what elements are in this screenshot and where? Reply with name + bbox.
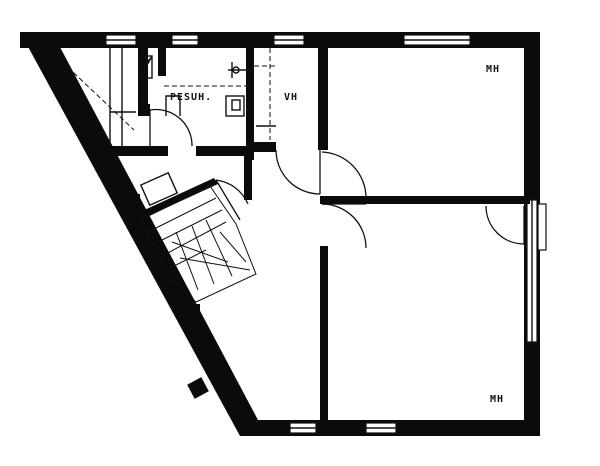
- room-label-sauna: S: [140, 92, 147, 103]
- room-label-closet: VH: [284, 92, 298, 103]
- staircase: [139, 185, 257, 316]
- fixtures: [55, 48, 276, 207]
- doors: [149, 108, 525, 249]
- room-label-bedroom-top: MH: [486, 64, 500, 75]
- exterior-walls: [20, 32, 540, 436]
- room-label-washroom: PESUH.: [170, 92, 212, 103]
- room-labels: MH MH VH PESUH. S: [140, 64, 504, 405]
- interior-walls: [104, 32, 530, 422]
- windows: [105, 34, 547, 434]
- room-label-bedroom-bottom: MH: [490, 394, 504, 405]
